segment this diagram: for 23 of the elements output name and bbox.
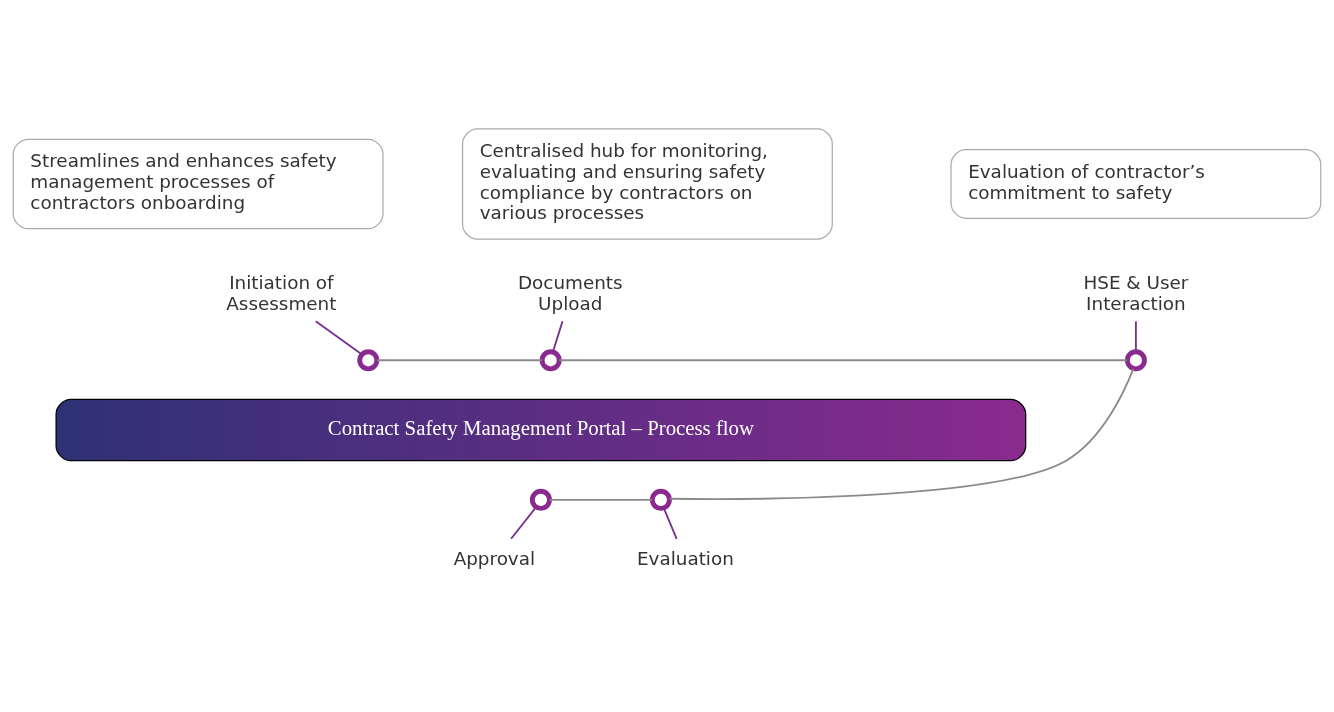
node-text: HSE & User Interaction: [1083, 272, 1189, 315]
connector: [510, 506, 537, 540]
connector: [662, 507, 678, 540]
node-text: Initiation of Assessment: [226, 272, 337, 315]
connector: [376, 359, 543, 362]
connector: [314, 320, 363, 356]
node-text: Evaluation: [636, 548, 734, 570]
node-circle: [1124, 349, 1147, 372]
node-text: Documents Upload: [517, 272, 623, 315]
node-circle: [357, 349, 380, 372]
node-box: Centralised hub for monitoring, evaluating and ensuring safety compliance by contractors on various processes: [461, 128, 833, 240]
connector: [552, 320, 564, 353]
node-box: Streamlines and enhances safety management processes of contractors onboarding: [12, 138, 384, 230]
connector: [558, 359, 1128, 362]
node-text: Approval: [453, 548, 536, 570]
node-box: Evaluation of contractor’s commitment to safety: [950, 149, 1322, 219]
node-box: Contract Safety Management Portal – Process flow: [55, 398, 1027, 462]
node-circle: [649, 488, 672, 511]
connector: [668, 367, 1135, 500]
node-circle: [529, 488, 552, 511]
connector: [1135, 320, 1137, 353]
connector: [548, 498, 654, 501]
node-circle: [539, 349, 562, 372]
